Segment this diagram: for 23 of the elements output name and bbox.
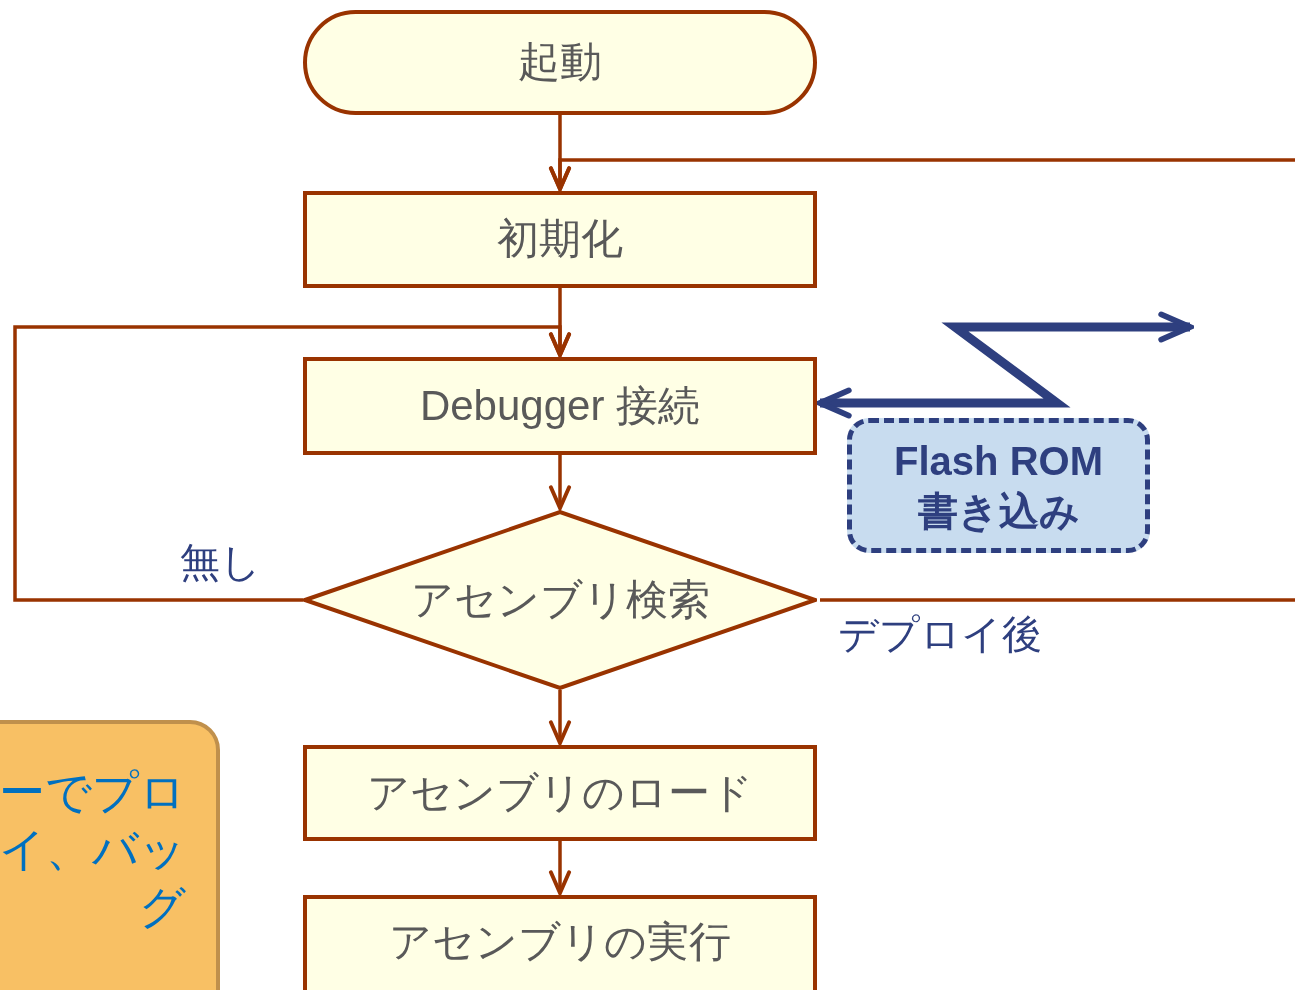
- note-box: [847, 418, 1150, 553]
- process-box: [303, 191, 817, 288]
- callout-text: ーでプロイ、バッグ: [0, 764, 186, 935]
- step-label: 初期化: [497, 214, 623, 265]
- edge-label: デプロイ後: [838, 612, 1042, 656]
- step-label: アセンブリ検索: [410, 574, 710, 625]
- decision-diamond: [303, 510, 817, 690]
- step-label: Debugger 接続: [419, 380, 701, 431]
- arrow: [548, 455, 572, 510]
- note-text: Flash ROM 書き込み: [893, 437, 1104, 535]
- process-box: [303, 895, 817, 990]
- connector-line: [820, 598, 1295, 602]
- process-box: [303, 357, 817, 455]
- arrow: [548, 841, 572, 895]
- callout-box: [0, 720, 220, 990]
- arrow: [13, 325, 572, 602]
- step-label: アセンブリのロード: [367, 767, 753, 818]
- arrow: [548, 690, 572, 745]
- lightning-arrow: [817, 311, 1193, 419]
- process-box: [303, 745, 817, 841]
- arrow: [548, 158, 1295, 191]
- step-label: アセンブリの実行: [389, 916, 731, 967]
- step-label: 起動: [518, 37, 602, 88]
